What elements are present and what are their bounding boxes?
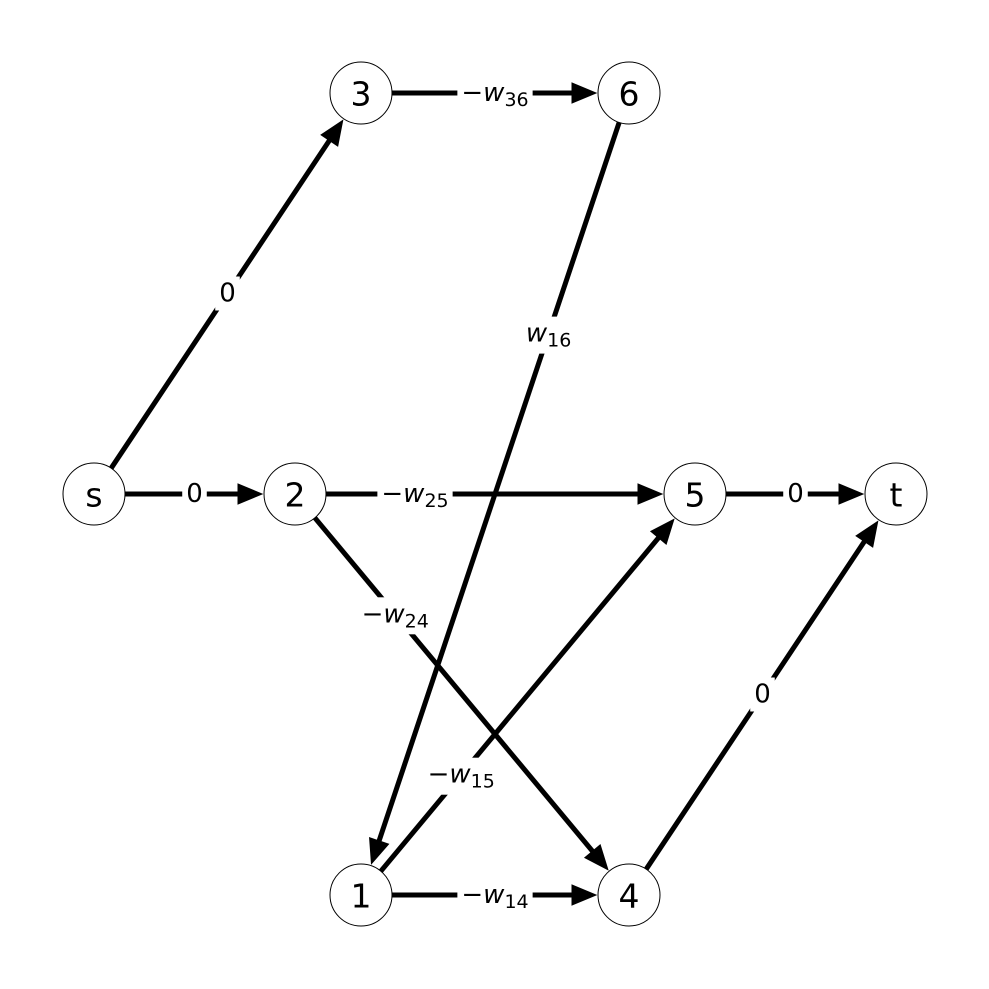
node-circle <box>263 462 327 526</box>
edge-label-background <box>423 757 499 795</box>
arrowhead-icon <box>583 843 609 871</box>
node-2: 2 <box>263 462 327 526</box>
edge-label-text: 0 <box>787 479 804 509</box>
edge-label-var: w <box>526 319 548 349</box>
edge-label-5-to-t: 0 <box>783 477 808 511</box>
node-s: s <box>62 462 126 526</box>
edge-label-text: −w24 <box>362 599 429 632</box>
arrowhead-icon <box>237 483 264 505</box>
edge-label-sub: 16 <box>547 330 571 352</box>
edge-line <box>378 534 662 873</box>
edge-label-background <box>457 878 533 915</box>
arrowhead-icon <box>855 520 879 548</box>
edge-label-background <box>521 316 576 354</box>
edge-label-text: 0 <box>186 479 203 509</box>
arrowhead-icon <box>571 82 598 104</box>
arrowhead-icon <box>320 119 344 147</box>
edge-label-4-to-t: 0 <box>750 677 775 712</box>
node-t: t <box>864 462 928 526</box>
node-circle <box>62 462 126 526</box>
edge-label-text: 0 <box>754 680 771 710</box>
edge-label-sub: 25 <box>424 490 448 512</box>
edge-label-s-to-2: 0 <box>182 477 207 511</box>
edge-label-1-to-4: −w14 <box>457 878 533 915</box>
node-label: 1 <box>351 877 372 916</box>
arrowhead-icon <box>649 518 675 546</box>
node-label: 3 <box>351 75 372 114</box>
edge-label-3-to-6: −w36 <box>457 76 533 113</box>
arrowhead-icon <box>637 483 664 505</box>
edge-label-text: w16 <box>526 319 571 352</box>
edge-label-1-to-5: −w15 <box>423 757 499 795</box>
edge-label-text: −w14 <box>461 880 528 913</box>
node-6: 6 <box>597 61 661 125</box>
node-label: 2 <box>285 476 306 515</box>
edge-label-sign: − <box>461 880 483 910</box>
edge-2-to-4 <box>312 516 609 871</box>
edge-label-background <box>783 477 808 511</box>
node-circle <box>663 462 727 526</box>
edge-line <box>376 121 622 844</box>
edge-label-var: w <box>483 880 505 910</box>
node-label: 6 <box>619 75 640 114</box>
edge-label-2-to-5: −w25 <box>377 477 453 514</box>
edge-label-sub: 24 <box>405 610 429 632</box>
edge-label-sub: 15 <box>471 771 495 793</box>
edge-label-background <box>457 76 533 113</box>
edge-label-sub: 14 <box>504 891 528 913</box>
edge-label-sub: 36 <box>504 89 528 111</box>
node-circle <box>597 863 661 927</box>
edge-label-sign: − <box>428 760 450 790</box>
edge-label-text: 0 <box>754 680 771 710</box>
edge-label-text: 0 <box>787 479 804 509</box>
edge-label-2-to-4: −w24 <box>357 597 433 635</box>
arrowhead-icon <box>838 483 865 505</box>
edge-label-sign: − <box>381 479 403 509</box>
edge-line <box>312 516 596 855</box>
edge-label-text: −w36 <box>461 78 528 111</box>
edge-label-text: 0 <box>186 479 203 509</box>
node-1: 1 <box>329 863 393 927</box>
edge-label-text: −w25 <box>381 479 448 512</box>
node-5: 5 <box>663 462 727 526</box>
node-circle <box>597 61 661 125</box>
edge-label-s-to-3: 0 <box>215 276 240 311</box>
edge-label-background <box>377 477 453 514</box>
node-label: s <box>85 476 102 515</box>
edge-label-var: w <box>449 760 471 790</box>
edge-label-text: −w15 <box>428 760 495 793</box>
arrowhead-icon <box>571 884 598 906</box>
edge-label-text: 0 <box>219 279 236 309</box>
edge-1-to-5 <box>378 518 675 873</box>
node-label: t <box>890 476 903 515</box>
node-3: 3 <box>329 61 393 125</box>
arrowhead-icon <box>369 837 390 865</box>
edge-label-var: w <box>383 599 405 629</box>
edge-6-to-1 <box>369 121 622 865</box>
edge-label-background <box>215 276 240 311</box>
node-circle <box>329 61 393 125</box>
edge-label-6-to-1: w16 <box>521 316 576 354</box>
edge-label-background <box>750 677 775 712</box>
node-circle <box>329 863 393 927</box>
node-circle <box>864 462 928 526</box>
edge-label-text: 0 <box>219 279 236 309</box>
edge-label-background <box>357 597 433 635</box>
edge-label-var: w <box>483 78 505 108</box>
edge-label-sign: − <box>362 599 384 629</box>
edge-label-sign: − <box>461 78 483 108</box>
edge-label-background <box>182 477 207 511</box>
node-4: 4 <box>597 863 661 927</box>
edge-label-var: w <box>403 479 425 509</box>
node-label: 4 <box>619 877 640 916</box>
node-label: 5 <box>685 476 706 515</box>
